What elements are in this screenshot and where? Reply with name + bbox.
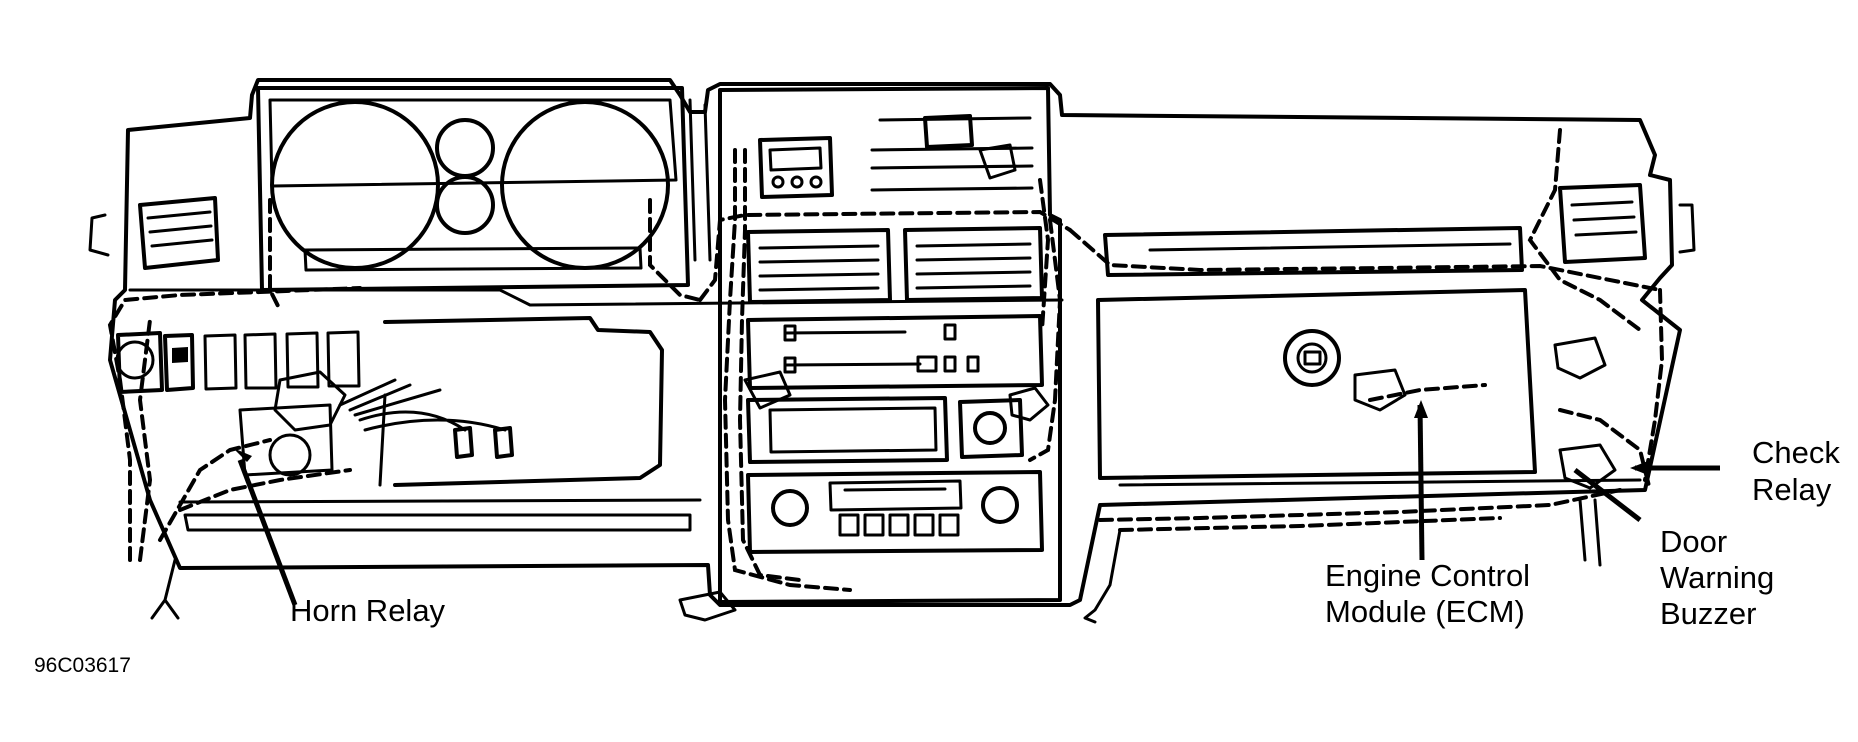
instrument-cluster — [256, 86, 712, 292]
horn-relay-label: Horn Relay — [290, 593, 446, 628]
door-warning-buzzer-label-line3: Buzzer — [1660, 596, 1756, 631]
glove-box — [1096, 226, 1537, 480]
lower-left-panel — [338, 316, 664, 487]
right-air-vent — [1558, 183, 1647, 264]
figure-code: 96C03617 — [34, 654, 131, 677]
ecm-label-line1: Engine Control — [1325, 558, 1530, 593]
check-relay-label-line1: Check — [1752, 435, 1840, 470]
door-warning-buzzer-label-line2: Warning — [1660, 560, 1774, 595]
ecm-label-line2: Module (ECM) — [1325, 594, 1525, 629]
wiring-harness — [107, 128, 1665, 592]
cable-tails — [150, 498, 1602, 624]
check-relay-label-line2: Relay — [1752, 472, 1832, 507]
dashboard-outline — [88, 78, 1696, 607]
connector-blobs — [273, 143, 1617, 622]
center-stack — [718, 86, 1062, 604]
left-switch-panel — [115, 330, 361, 477]
left-air-vent — [138, 196, 220, 270]
door-warning-buzzer-label-line1: Door — [1660, 524, 1727, 559]
leader-lines — [233, 400, 1720, 606]
